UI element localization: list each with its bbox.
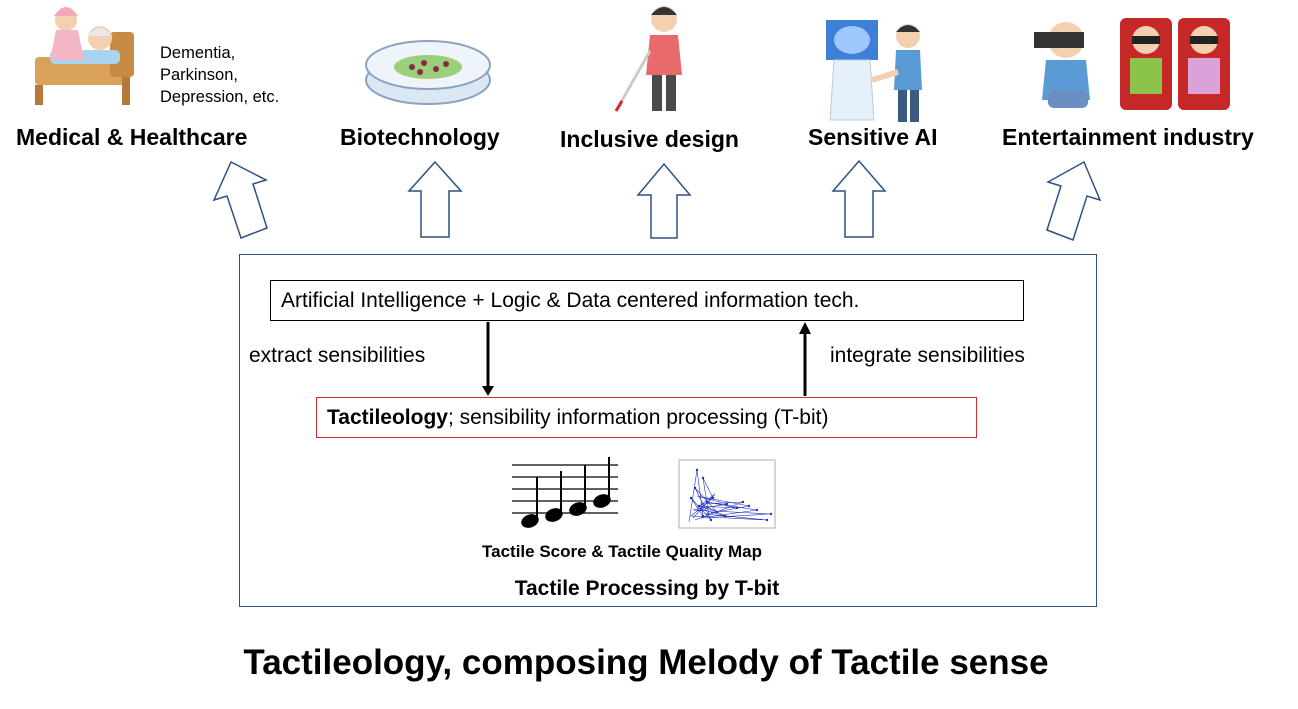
person-with-cane-icon [614,6,682,112]
arrow-up-icon [831,159,887,238]
tactileology-box: Tactileology; sensibility information pr… [316,397,977,438]
arrow-down-icon [482,386,494,396]
footer-title: Tactileology, composing Melody of Tactil… [243,643,1049,682]
arrow-up-icon [212,160,268,239]
caregiver-patient-icon [35,7,134,105]
robot-handshake-icon [826,20,922,122]
processing-frame [239,254,1097,607]
tactile-score-icon [512,457,618,528]
arrow-up-icon [636,162,692,239]
hollow-arrows [212,159,1102,241]
tactile-quality-map-icon [678,459,776,529]
integrate-label: integrate sensibilities [830,344,1025,367]
vr-cinema-icon [1034,18,1230,110]
app-title-ai: Sensitive AI [808,124,938,150]
processing-caption: Tactile Processing by T-bit [514,577,780,600]
arrow-up-icon [1046,160,1102,241]
figure-caption: Tactile Score & Tactile Quality Map [482,542,762,561]
app-title-inclusive: Inclusive design [560,126,739,152]
ai-box: Artificial Intelligence + Logic & Data c… [270,280,1024,321]
arrow-up-icon [407,160,463,238]
medical-note: Dementia, Parkinson, Depression, etc. [160,42,279,108]
app-title-medical: Medical & Healthcare [16,124,248,150]
note-line: Parkinson, [160,66,238,84]
app-title-biotech: Biotechnology [340,124,500,150]
arrow-up-icon [799,322,811,334]
app-title-entertainment: Entertainment industry [1002,124,1254,150]
tactileology-desc: ; sensibility information processing (T-… [447,405,829,429]
note-line: Depression, etc. [160,88,280,106]
petri-dish-icon [365,40,491,105]
tactileology-bold: Tactileology [327,405,448,429]
note-line: Dementia, [160,44,236,62]
extract-label: extract sensibilities [249,344,426,367]
